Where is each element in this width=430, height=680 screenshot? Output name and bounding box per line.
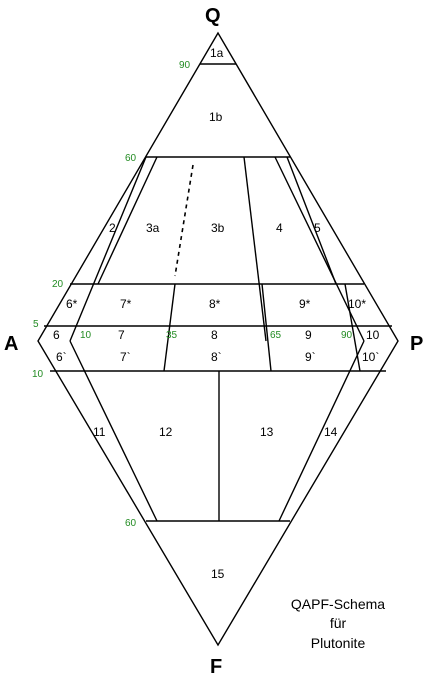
field-9-star: 9* [299, 297, 311, 311]
field-4: 4 [276, 221, 283, 235]
div-q-90c [344, 283, 361, 372]
vertex-f: F [210, 656, 222, 678]
field-labels: 1a 1b 2 3a 3b 4 5 6* 7* 8* 9* 10* 6 7 8 … [53, 46, 380, 581]
field-7-star: 7* [120, 297, 132, 311]
caption: QAPF-Schema für Plutonite [291, 596, 385, 651]
field-10-grave: 10` [362, 350, 379, 364]
pct-q5: 5 [33, 319, 39, 330]
field-3b: 3b [211, 221, 225, 235]
field-11: 11 [93, 425, 106, 439]
div-q-65b [261, 283, 272, 372]
vertex-p: P [410, 333, 423, 355]
field-7: 7 [118, 328, 125, 342]
field-8-grave: 8` [211, 350, 222, 364]
field-14: 14 [324, 425, 338, 439]
vertex-a: A [4, 333, 18, 355]
caption-line-3: Plutonite [311, 635, 366, 651]
field-12: 12 [159, 425, 173, 439]
field-9-grave: 9` [305, 350, 316, 364]
div-q-35 [163, 283, 176, 372]
field-3a: 3a [146, 221, 160, 235]
field-13: 13 [260, 425, 274, 439]
diagram-lines [37, 31, 399, 647]
pct-p90: 90 [341, 330, 353, 341]
pct-q90: 90 [179, 60, 191, 71]
pct-f10: 10 [32, 369, 44, 380]
div-q-65 [243, 156, 267, 342]
pct-p35: 35 [166, 330, 178, 341]
field-1a: 1a [210, 46, 224, 60]
diamond-outline [37, 31, 399, 647]
pct-f60: 60 [125, 518, 137, 529]
field-6-star: 6* [66, 297, 78, 311]
div-q-90b [286, 156, 337, 285]
pct-p65: 65 [270, 330, 282, 341]
vertex-labels: Q A P F [4, 5, 423, 678]
field-6: 6 [53, 328, 60, 342]
field-8-star: 8* [209, 297, 221, 311]
field-15: 15 [211, 567, 225, 581]
field-9: 9 [305, 328, 312, 342]
caption-line-1: QAPF-Schema [291, 596, 385, 612]
pct-p10: 10 [80, 330, 92, 341]
field-6-grave: 6` [56, 350, 67, 364]
div-q-3a3b-dashed [174, 164, 194, 277]
field-1b: 1b [209, 110, 223, 124]
field-2: 2 [109, 221, 116, 235]
div-q-10 [69, 156, 147, 342]
pct-q20: 20 [52, 279, 64, 290]
div-f-90 [278, 340, 365, 522]
field-7-grave: 7` [120, 350, 131, 364]
field-8: 8 [211, 328, 218, 342]
field-5: 5 [314, 221, 321, 235]
pct-q60: 60 [125, 153, 137, 164]
field-10-star: 10* [348, 297, 366, 311]
div-f-10 [69, 340, 158, 522]
vertex-q: Q [205, 5, 221, 27]
div-q-10b [97, 156, 158, 285]
caption-line-2: für [330, 615, 347, 631]
percent-labels: 90 60 20 5 10 35 65 90 10 60 [32, 60, 353, 529]
field-10: 10 [366, 328, 380, 342]
